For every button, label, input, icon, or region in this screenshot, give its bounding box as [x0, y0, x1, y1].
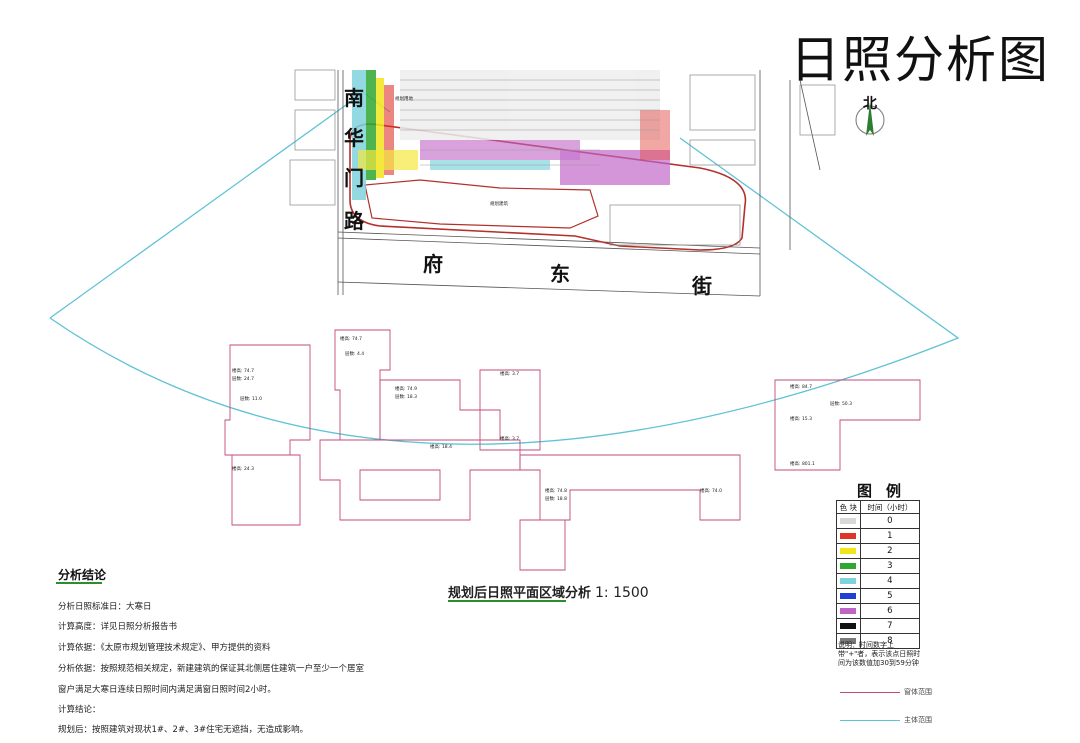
legend-swatch — [840, 577, 857, 584]
building-annotations: 楼高: 74.7层数: 24.7 层数: 11.0楼高: 24.3 楼高: 74… — [232, 95, 852, 502]
svg-text:层数: 18.8: 层数: 18.8 — [545, 495, 567, 502]
line-key-label: 主体范围 — [904, 716, 932, 724]
legend-row: 6 — [836, 603, 921, 619]
line-key-swatch — [840, 720, 900, 721]
plan-scale: 1: 1500 — [595, 585, 649, 601]
legend-col-hours: 时间（小时） — [859, 500, 921, 514]
legend-hours: 2 — [859, 543, 921, 559]
svg-text:层数: 4.4: 层数: 4.4 — [345, 350, 364, 357]
legend-swatch — [840, 562, 857, 569]
legend-hours: 7 — [859, 618, 921, 634]
building-outline — [364, 179, 599, 229]
legend-swatch — [840, 607, 857, 614]
legend-swatch — [840, 622, 857, 629]
legend-title: 图例 — [857, 482, 916, 500]
road-lines — [337, 70, 821, 297]
legend-swatch — [840, 547, 857, 554]
north-arrow-icon — [855, 102, 885, 136]
svg-text:楼高: 74.0: 楼高: 74.0 — [700, 487, 722, 494]
street-nanhua-char-4: 路 — [344, 209, 364, 233]
conclusion-line-3: 计算依据：《太原市规划管理技术规定》、甲方提供的资料 — [58, 643, 271, 653]
legend-swatch — [840, 517, 857, 524]
legend-hours: 0 — [859, 513, 921, 529]
legend-swatch — [840, 592, 857, 599]
street-fudong-char-3: 街 — [692, 274, 712, 298]
lower-buildings — [224, 329, 921, 571]
conclusion-line-1: 分析日照标准日：大寒日 — [58, 602, 152, 612]
plan-caption-underline — [448, 600, 566, 602]
svg-text:层数: 18.3: 层数: 18.3 — [395, 393, 417, 400]
svg-text:楼高: 74.9: 楼高: 74.9 — [395, 385, 417, 392]
upper-buildings — [289, 69, 836, 246]
svg-text:楼高: 3.7: 楼高: 3.7 — [500, 435, 519, 442]
legend-table: 色 块 时间（小时） 0 1 2 3 4 5 6 7 8 — [836, 500, 921, 649]
legend-hours: 4 — [859, 573, 921, 589]
legend-hours: 3 — [859, 558, 921, 574]
svg-text:楼高: 801.1: 楼高: 801.1 — [790, 460, 815, 467]
legend-row: 1 — [836, 528, 921, 544]
north-label: 北 — [863, 96, 877, 112]
line-key-swatch — [840, 692, 900, 693]
svg-text:楼高: 15.3: 楼高: 15.3 — [790, 415, 812, 422]
sunlight-colour-bands — [352, 70, 670, 200]
legend-row: 4 — [836, 573, 921, 589]
line-key-label: 窗体范围 — [904, 688, 932, 696]
svg-text:规划用地: 规划用地 — [395, 95, 413, 102]
plan-caption-text: 规划后日照平面区域分析 — [448, 586, 592, 601]
svg-text:楼高: 18.4: 楼高: 18.4 — [430, 443, 452, 450]
street-nanhua-char-2: 华 — [344, 126, 364, 150]
conclusion-line-5: 窗户满足大寒日连续日照时间内满足满窗日照时间2小时。 — [58, 685, 276, 695]
legend-hours: 6 — [859, 603, 921, 619]
legend-header-row: 色 块 时间（小时） — [836, 500, 921, 514]
conclusion-line-4: 分析依据：按照规范相关规定，新建建筑的保证其北侧居住建筑一户至少一个居室 — [58, 664, 365, 674]
svg-text:楼高: 84.7: 楼高: 84.7 — [790, 383, 812, 390]
svg-text:楼高: 24.3: 楼高: 24.3 — [232, 465, 254, 472]
page-title: 日照分析图 — [790, 31, 1050, 89]
grid-hatching — [400, 79, 660, 166]
street-nanhua-char-1: 南 — [344, 86, 364, 110]
svg-text:层数: 11.0: 层数: 11.0 — [240, 395, 262, 402]
street-fudong-char-2: 东 — [550, 262, 570, 286]
legend-hours: 1 — [859, 528, 921, 544]
conclusion-heading: 分析结论 — [58, 568, 107, 582]
conclusion-line-6: 计算结论： — [58, 705, 101, 715]
svg-text:层数: 24.7: 层数: 24.7 — [232, 375, 254, 382]
legend-row: 2 — [836, 543, 921, 559]
legend-swatch — [840, 532, 857, 539]
street-fudong-char-1: 府 — [423, 252, 443, 276]
conclusion-line-7: 规划后：按照建筑对现状1#、2#、3#住宅无遮挡，无造成影响。 — [58, 725, 309, 735]
legend-row: 3 — [836, 558, 921, 574]
legend-hours: 5 — [859, 588, 921, 604]
svg-text:楼高: 3.7: 楼高: 3.7 — [500, 370, 519, 377]
legend-row: 5 — [836, 588, 921, 604]
svg-text:楼高: 74.7: 楼高: 74.7 — [232, 367, 254, 374]
legend-row: 8 — [836, 633, 921, 649]
legend-row: 0 — [836, 513, 921, 529]
svg-text:楼高: 74.8: 楼高: 74.8 — [545, 487, 567, 494]
legend-note: 说明：时间数字上带"+"者，表示该点日照时间为该数值加30到59分钟 — [838, 641, 921, 667]
analysis-boundary — [49, 99, 960, 445]
svg-text:楼高: 74.7: 楼高: 74.7 — [340, 335, 362, 342]
conclusion-line-2: 计算高度：详见日照分析报告书 — [58, 622, 178, 632]
conclusion-underline — [56, 582, 102, 584]
legend-swatch — [840, 637, 857, 644]
legend-col-color: 色 块 — [836, 500, 861, 514]
street-nanhua-char-3: 门 — [344, 166, 364, 190]
svg-text:层数: 50.3: 层数: 50.3 — [830, 400, 852, 407]
svg-text:规划建筑: 规划建筑 — [490, 200, 508, 207]
legend-hours: 8 — [859, 633, 921, 649]
legend-row: 7 — [836, 618, 921, 634]
